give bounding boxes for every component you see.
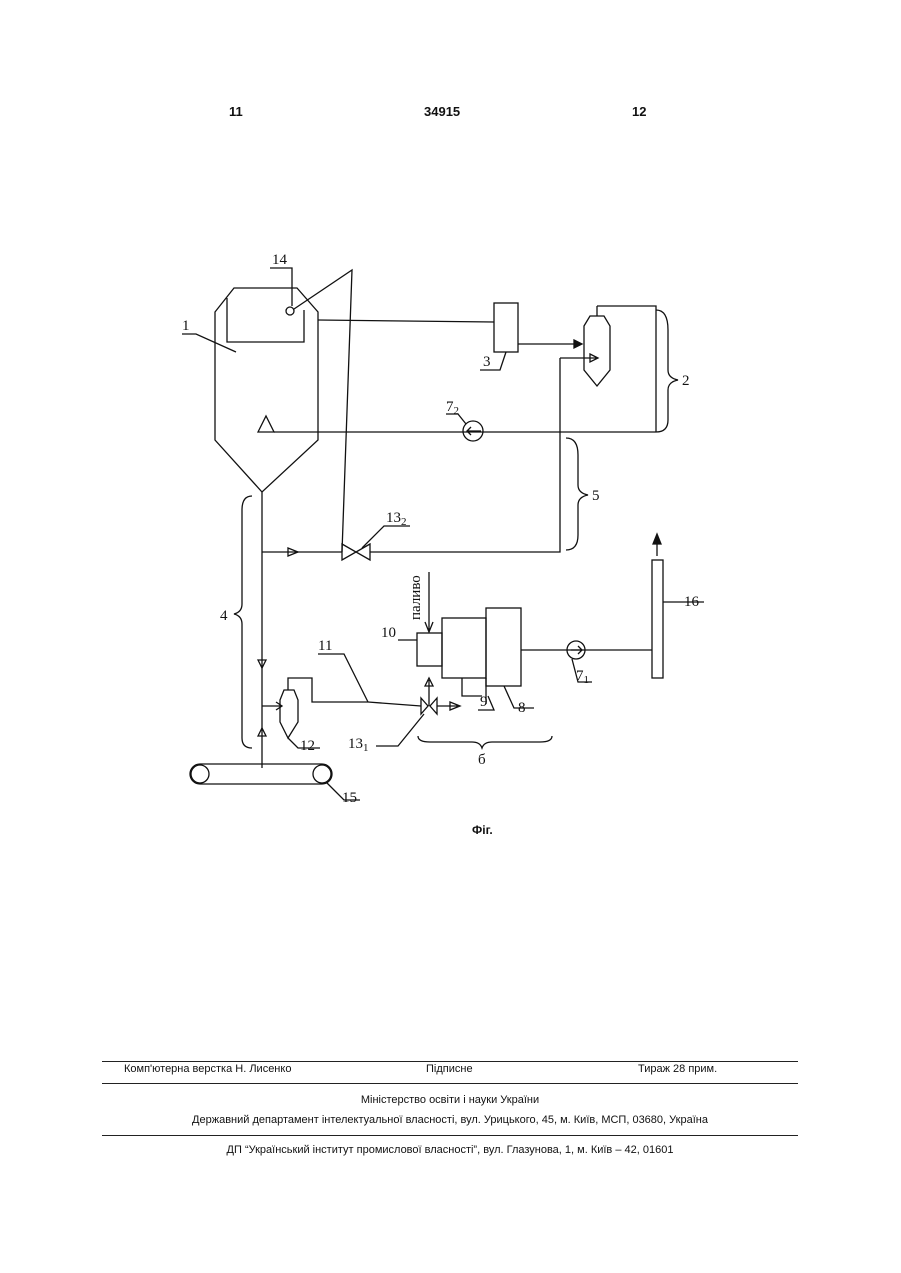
process-diagram: 14 1 3 2 72 5 132 4 16 паливо 10 11 71 9…	[175, 245, 705, 840]
label-7-1: 71	[576, 668, 589, 686]
label-7-2-sub: 2	[454, 405, 460, 417]
label-7-1-sub: 1	[584, 674, 590, 686]
label-6: б	[478, 752, 486, 768]
label-2: 2	[682, 373, 690, 389]
exhaust-line	[318, 320, 494, 322]
brace-4	[234, 496, 252, 748]
label-10: 10	[381, 625, 396, 641]
footer-layout-credit: Комп'ютерна верстка Н. Лисенко	[124, 1063, 291, 1075]
line-14-to-valve	[294, 270, 352, 552]
stack-16	[652, 560, 663, 678]
line-11	[356, 702, 421, 706]
label-13-2-num: 13	[386, 510, 401, 526]
chamber-9	[442, 618, 486, 678]
label-fuel: паливо	[408, 575, 424, 620]
cyclone-12	[280, 690, 298, 738]
label-13-2-sub: 2	[401, 516, 407, 528]
label-5: 5	[592, 488, 600, 504]
cyclone-inlet	[560, 354, 598, 362]
page-number-right: 12	[632, 104, 646, 119]
footer-rule-middle	[102, 1083, 798, 1084]
burner-10	[417, 633, 442, 666]
footer-ministry: Міністерство освіти і науки України	[102, 1094, 798, 1106]
label-7-2: 72	[446, 399, 459, 417]
label-11: 11	[318, 638, 332, 654]
footer-department: Державний департамент інтелектуальної вл…	[102, 1114, 798, 1126]
label-15: 15	[342, 790, 357, 806]
brace-2	[656, 310, 678, 432]
footer-rule-top	[102, 1061, 798, 1062]
nozzle-14	[286, 307, 294, 315]
footer-signed: Підписне	[426, 1063, 473, 1075]
label-4: 4	[220, 608, 228, 624]
leader-13-1	[376, 714, 424, 746]
label-14: 14	[272, 252, 288, 268]
footer-rule-bottom	[102, 1135, 798, 1136]
unit-3	[494, 303, 518, 352]
page-number-left: 11	[229, 104, 243, 119]
figure-caption: Фіг.	[472, 823, 493, 837]
leader-11	[318, 654, 368, 702]
label-1: 1	[182, 318, 190, 334]
brace-6	[418, 736, 552, 748]
label-13-2: 132	[386, 510, 407, 528]
label-9: 9	[480, 694, 488, 710]
leader-1	[182, 334, 236, 352]
label-8: 8	[518, 700, 526, 716]
footer-institute: ДП “Український інститут промислової вла…	[102, 1144, 798, 1156]
gas-inlet-triangle	[258, 416, 274, 432]
label-12: 12	[300, 738, 315, 754]
patent-number: 34915	[424, 104, 460, 119]
dryer-vessel	[215, 288, 318, 492]
label-3: 3	[483, 354, 491, 370]
conveyor-15	[190, 764, 332, 784]
leader-14	[270, 268, 292, 306]
label-16: 16	[684, 594, 700, 610]
label-13-1: 131	[348, 736, 369, 754]
cyclone-2	[584, 316, 610, 386]
brace-5	[566, 438, 588, 550]
valve-13-2	[342, 544, 370, 560]
footer-circulation: Тираж 28 прим.	[638, 1063, 717, 1075]
fuel-arrow	[425, 572, 433, 632]
label-13-1-num: 13	[348, 736, 363, 752]
label-13-1-sub: 1	[363, 742, 369, 754]
heater-8	[486, 608, 521, 686]
